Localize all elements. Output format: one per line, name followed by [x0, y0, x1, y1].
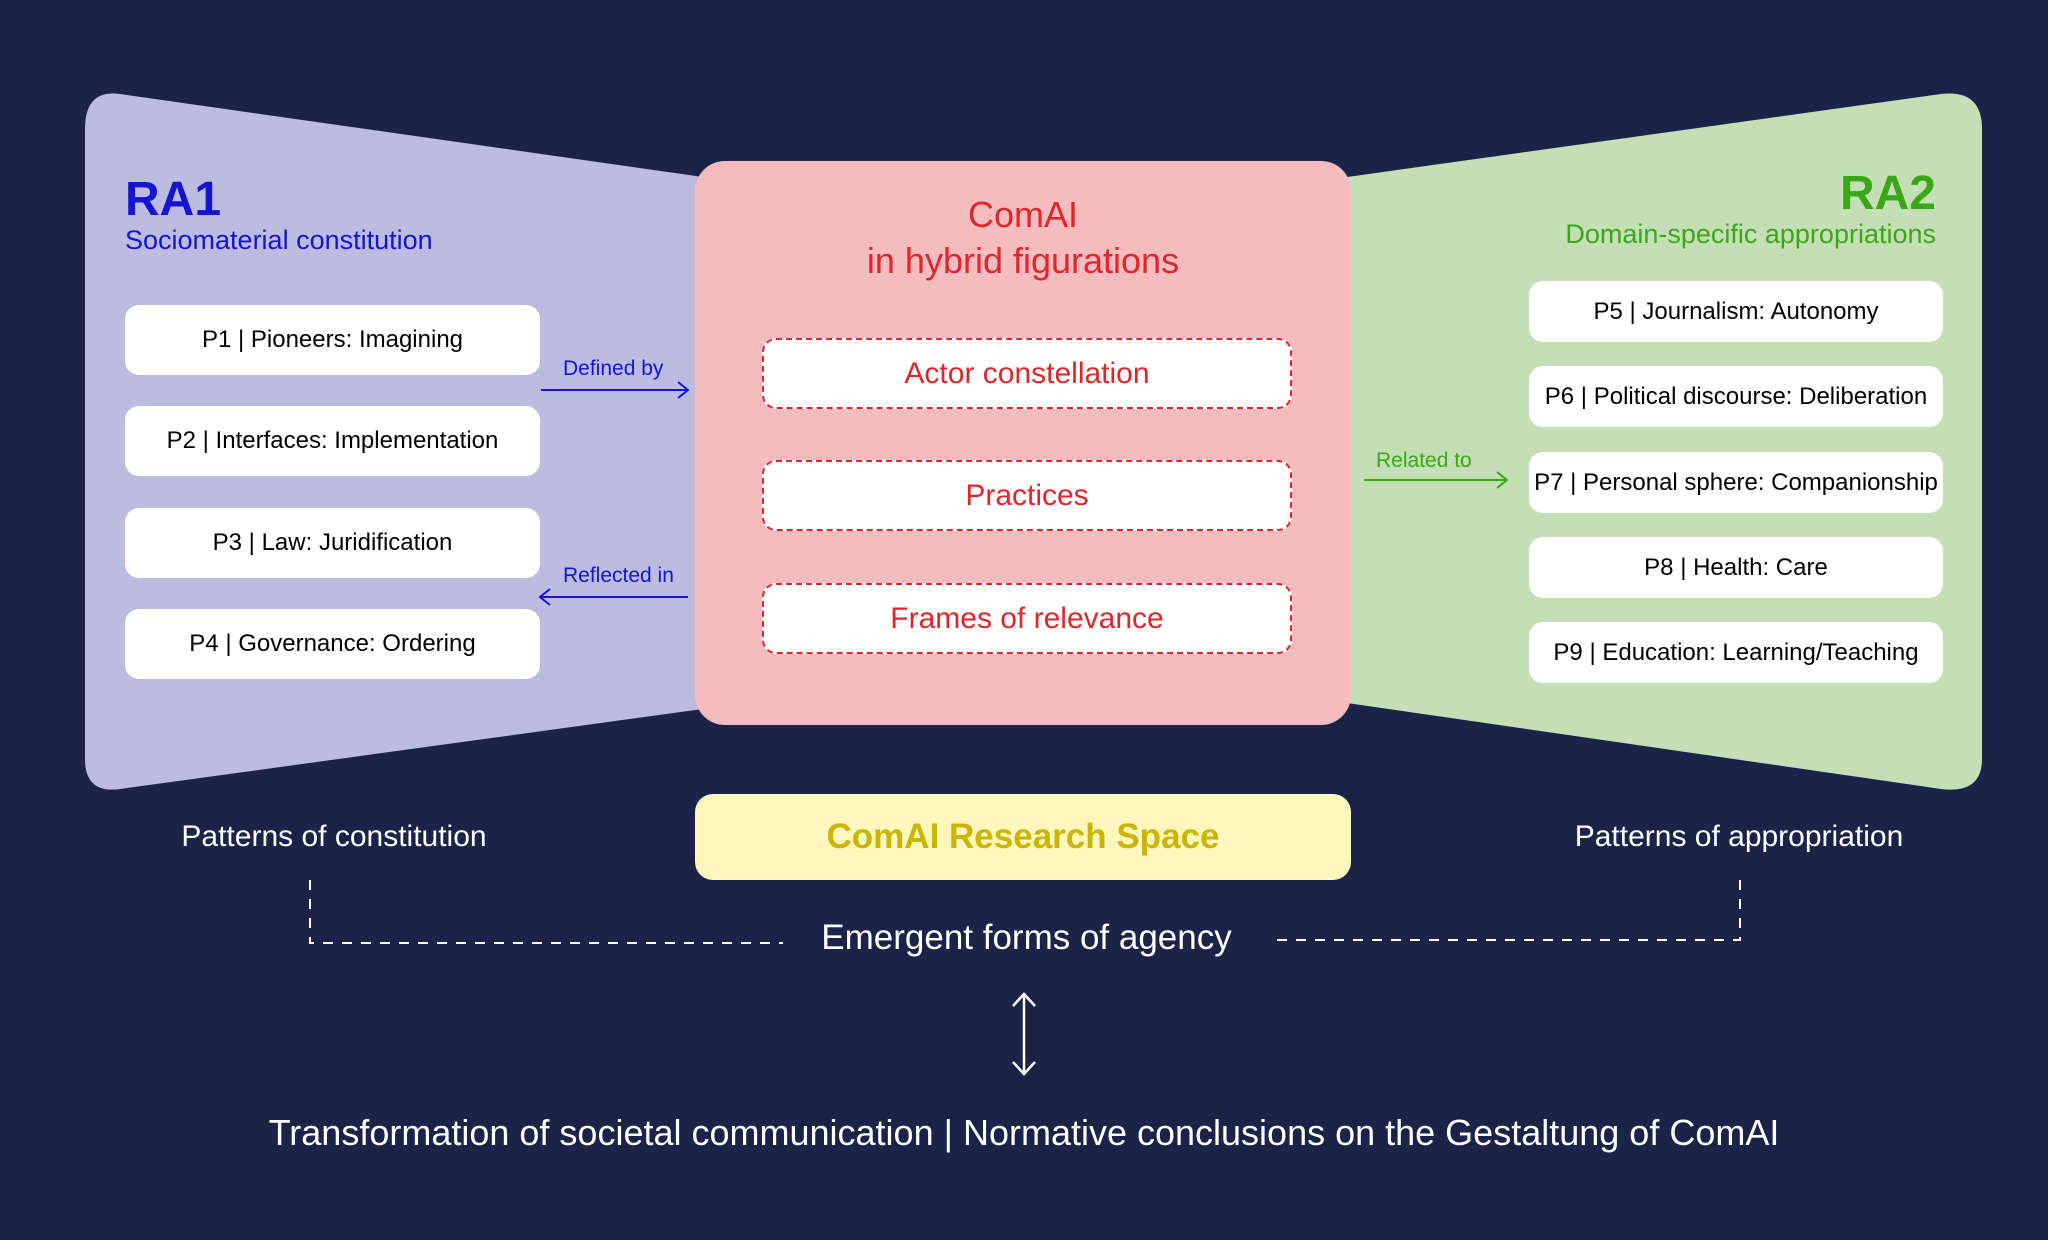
left-dashed-connector [309, 880, 783, 944]
reflected-in-arrow [538, 588, 688, 606]
patterns-of-appropriation: Patterns of appropriation [1574, 820, 1904, 853]
center-title-line2: in hybrid figurations [866, 240, 1180, 281]
patterns-of-constitution: Patterns of constitution [181, 820, 487, 853]
facet-practices: Practices [762, 460, 1292, 531]
facet-actor-constellation: Actor constellation [762, 338, 1292, 409]
double-arrow-icon [1012, 992, 1036, 1076]
defined-by-arrow [541, 381, 690, 399]
project-p8: P8 | Health: Care [1529, 537, 1943, 598]
project-p1: P1 | Pioneers: Imagining [125, 305, 540, 375]
ra2-panel [1340, 93, 1982, 790]
ra1-title: RA1 [125, 173, 222, 226]
center-title: ComAI in hybrid figurations [695, 192, 1351, 284]
ra1-subtitle: Sociomaterial constitution [125, 225, 433, 255]
ra2-subtitle: Domain-specific appropriations [1565, 219, 1936, 249]
center-title-line1: ComAI [967, 194, 1079, 235]
project-p9: P9 | Education: Learning/Teaching [1529, 622, 1943, 683]
defined-by-label: Defined by [563, 357, 664, 380]
project-p5: P5 | Journalism: Autonomy [1529, 281, 1943, 342]
conclusion-text: Transformation of societal communication… [268, 1112, 1780, 1153]
right-dashed-connector [1270, 880, 1741, 941]
emergent-connector-lines [309, 880, 1741, 944]
ra2-title: RA2 [1839, 167, 1936, 220]
research-space-label: ComAI Research Space [826, 817, 1220, 856]
project-p2: P2 | Interfaces: Implementation [125, 406, 540, 476]
reflected-in-label: Reflected in [563, 564, 674, 587]
related-to-arrow [1364, 471, 1509, 489]
research-space-box: ComAI Research Space [695, 794, 1351, 880]
project-p6: P6 | Political discourse: Deliberation [1529, 366, 1943, 427]
project-p3: P3 | Law: Juridification [125, 508, 540, 578]
related-to-label: Related to [1376, 449, 1472, 472]
emergent-agency-label: Emergent forms of agency [821, 918, 1232, 957]
project-p4: P4 | Governance: Ordering [125, 609, 540, 679]
facet-frames-of-relevance: Frames of relevance [762, 583, 1292, 654]
project-p7: P7 | Personal sphere: Companionship [1529, 452, 1943, 513]
